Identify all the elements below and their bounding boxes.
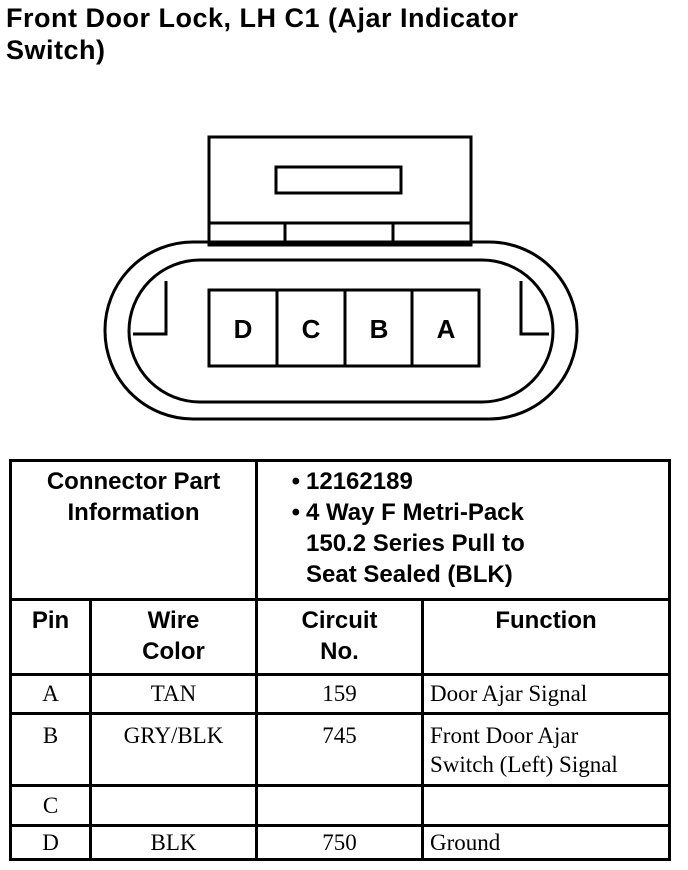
column-header-row: Pin Wire Color Circuit No. Function — [9, 598, 672, 676]
pin-cell: B — [9, 712, 92, 787]
circuit-cell: 745 — [255, 712, 425, 787]
table-row: D BLK 750 Ground — [9, 824, 672, 861]
bullet-icon: • — [291, 468, 301, 495]
part-info-details: • 12162189 • 4 Way F Metri-Pack 150.2 Se… — [255, 459, 672, 601]
part-description-line-2: 150.2 Series Pull to — [306, 530, 525, 557]
function-cell: Door Ajar Signal — [421, 673, 672, 715]
wire-color-header: Wire Color — [88, 598, 259, 676]
function-line-1: Front Door Ajar — [430, 723, 579, 748]
part-description-item: • 4 Way F Metri-Pack 150.2 Series Pull t… — [278, 497, 668, 590]
pin-cell: D — [9, 824, 92, 861]
pin-header: Pin — [9, 598, 92, 676]
part-info-label-line-2: Information — [67, 499, 200, 526]
right-key — [519, 281, 549, 336]
latch-housing — [207, 135, 473, 247]
connector-outer-shell — [103, 240, 579, 421]
circuit-header-line-1: Circuit — [301, 607, 378, 634]
connector-info-table: Connector Part Information • 12162189 • … — [8, 459, 672, 861]
table-row: B GRY/BLK 745 Front Door Ajar Switch (Le… — [9, 712, 672, 787]
pin-cell: C — [9, 784, 92, 827]
pin-label-b: B — [370, 314, 389, 344]
connector-inner-shell — [127, 258, 555, 404]
part-info-label-line-1: Connector Part — [46, 468, 221, 495]
function-cell — [421, 784, 672, 827]
connector-face-diagram: D C B A — [103, 135, 579, 421]
circuit-cell: 159 — [255, 673, 425, 715]
latch-slot — [274, 165, 403, 195]
circuit-cell: 750 — [255, 824, 425, 861]
pin-label-c: C — [302, 314, 321, 344]
wire-color-header-line-1: Wire — [147, 607, 200, 634]
function-line-1: Door Ajar Signal — [430, 681, 588, 706]
title-line-2: Switch) — [6, 35, 106, 65]
wire-color-cell: TAN — [88, 673, 259, 715]
wire-color-cell: BLK — [88, 824, 259, 861]
circuit-header-line-2: No. — [320, 638, 359, 665]
title-line-1: Front Door Lock, LH C1 (Ajar Indicator — [6, 3, 519, 33]
part-description-line-1: 4 Way F Metri-Pack — [306, 499, 524, 526]
wire-color-cell — [88, 784, 259, 827]
part-info-label: Connector Part Information — [8, 459, 259, 601]
pin-label-a: A — [437, 314, 456, 344]
left-key — [133, 281, 168, 336]
wire-color-cell: GRY/BLK — [88, 712, 259, 787]
part-info-row: Connector Part Information • 12162189 • … — [8, 459, 672, 601]
circuit-cell — [255, 784, 425, 827]
table-row: C — [9, 784, 672, 827]
part-number: 12162189 — [306, 468, 413, 495]
wire-color-header-line-2: Color — [142, 638, 205, 665]
part-description: 4 Way F Metri-Pack 150.2 Series Pull to … — [306, 497, 525, 590]
table-row: A TAN 159 Door Ajar Signal — [9, 673, 672, 715]
function-cell: Ground — [421, 824, 672, 861]
function-line-2: Switch (Left) Signal — [430, 752, 618, 777]
function-header: Function — [421, 598, 672, 676]
pin-label-d: D — [234, 314, 253, 344]
function-cell: Front Door Ajar Switch (Left) Signal — [421, 712, 672, 787]
bullet-icon: • — [291, 499, 301, 526]
pin-cell: A — [9, 673, 92, 715]
part-description-line-3: Seat Sealed (BLK) — [306, 561, 513, 588]
circuit-header: Circuit No. — [255, 598, 425, 676]
page-title: Front Door Lock, LH C1 (Ajar Indicator S… — [6, 2, 676, 66]
part-number-item: • 12162189 — [278, 466, 668, 497]
